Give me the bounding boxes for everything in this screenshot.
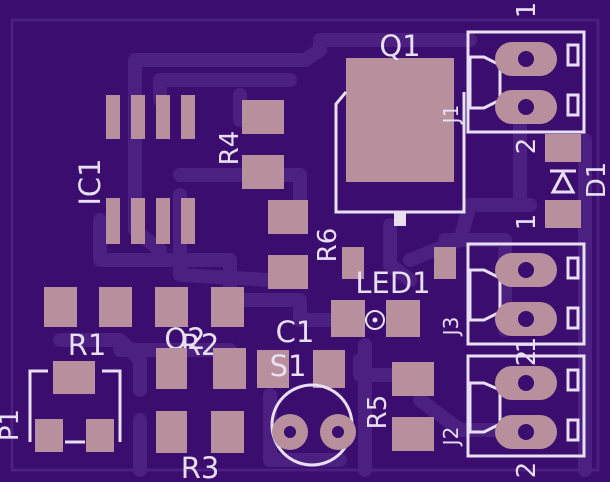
q1-label: Q1 xyxy=(379,29,420,63)
j1-connector xyxy=(466,30,586,134)
c1-label: C1 xyxy=(276,315,315,349)
r5-pads xyxy=(392,362,434,451)
d1-label: D1 xyxy=(582,162,610,199)
r3-label: R3 xyxy=(181,451,220,482)
q1-outline xyxy=(334,91,466,214)
r4-label: R4 xyxy=(215,131,245,166)
led1-label: LED1 xyxy=(355,266,430,300)
r4-pads xyxy=(242,100,284,189)
p1-label: P1 xyxy=(0,409,25,441)
q1-center-pin xyxy=(394,212,406,226)
r2-label: R2 xyxy=(181,328,220,362)
p1-pads xyxy=(35,361,114,452)
p1-outline xyxy=(28,369,122,444)
s1-hole-1 xyxy=(284,426,296,438)
c1-pads xyxy=(257,350,345,388)
ic1-label: IC1 xyxy=(73,158,107,205)
board-outline xyxy=(10,18,600,472)
j3-pin-2-label: 2 xyxy=(512,350,542,367)
r5-label: R5 xyxy=(363,395,393,430)
j2-label: J2 xyxy=(439,427,463,448)
ic1-pads xyxy=(106,95,195,244)
d1-symbol xyxy=(550,169,576,194)
r6-pads xyxy=(268,200,308,289)
led1-polarity-dot xyxy=(372,317,378,323)
s1-label: S1 xyxy=(270,349,307,383)
j3-connector xyxy=(466,242,586,346)
r6-label: R6 xyxy=(313,228,343,263)
lower-resistor-pads xyxy=(156,348,246,453)
j2-pin-2-label: 2 xyxy=(512,462,542,479)
j2-pin-1-label: 1 xyxy=(512,337,542,354)
led1-pads xyxy=(331,247,456,337)
j2-connector xyxy=(466,354,586,458)
j1-pin-2-label: 2 xyxy=(512,138,542,155)
q1-tab-pad xyxy=(346,58,454,182)
j1-pin-1-label: 1 xyxy=(512,2,542,19)
j3-label: J3 xyxy=(439,317,463,338)
d1-pads xyxy=(545,134,581,228)
upper-resistor-pads xyxy=(44,287,244,327)
r1-label: R1 xyxy=(68,328,107,362)
led1-polarity-ring xyxy=(365,310,385,330)
s1-hole-2 xyxy=(332,426,344,438)
j1-label: J1 xyxy=(439,105,463,126)
j3-pin-1-label: 1 xyxy=(512,214,542,231)
